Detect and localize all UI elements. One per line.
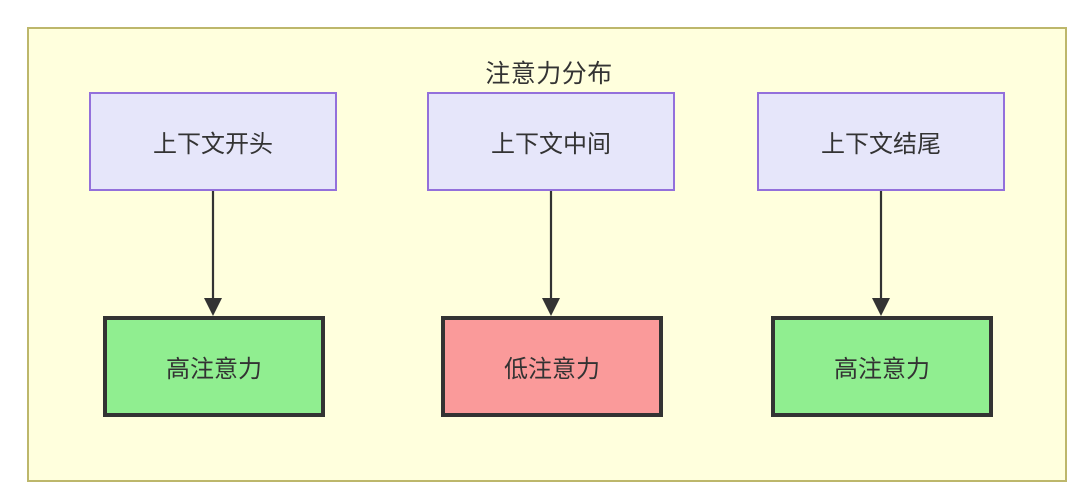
node-low-attention-middle[interactable]: 低注意力	[441, 316, 663, 417]
node-label: 低注意力	[504, 356, 600, 383]
edge-context-end-to-high-attention	[872, 191, 890, 316]
subgraph-title: 注意力分布	[485, 60, 613, 88]
node-label: 高注意力	[834, 356, 930, 383]
node-high-attention-end[interactable]: 高注意力	[771, 316, 993, 417]
node-label: 上下文中间	[491, 131, 611, 158]
edge-context-middle-to-low-attention	[542, 191, 560, 316]
node-label: 高注意力	[166, 356, 262, 383]
node-high-attention-start[interactable]: 高注意力	[103, 316, 325, 417]
edge-context-start-to-high-attention	[204, 191, 222, 316]
node-context-middle[interactable]: 上下文中间	[427, 92, 675, 191]
node-context-end[interactable]: 上下文结尾	[757, 92, 1005, 191]
node-label: 上下文开头	[153, 131, 273, 158]
node-context-start[interactable]: 上下文开头	[89, 92, 337, 191]
node-label: 上下文结尾	[821, 131, 941, 158]
